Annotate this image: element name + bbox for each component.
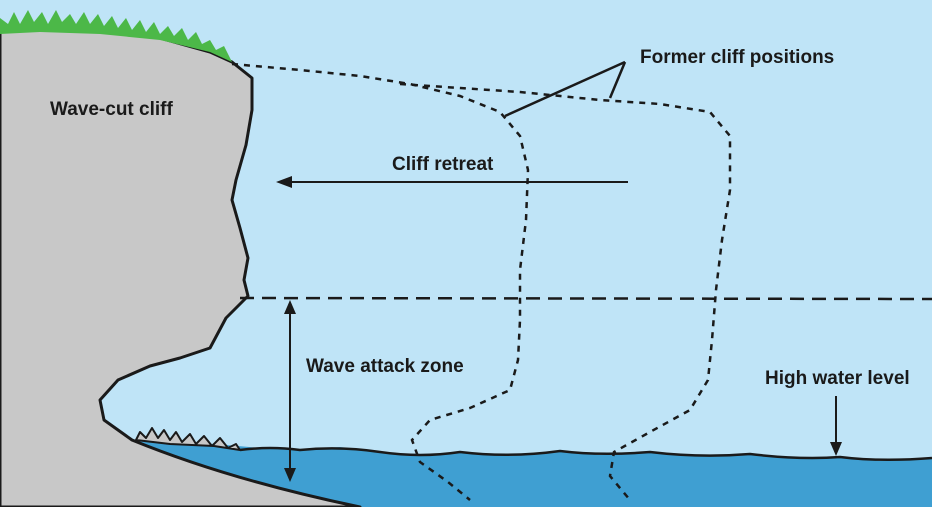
grass: [0, 10, 232, 62]
pointer-line-2: [608, 61, 627, 99]
high-water-level-arrowhead: [830, 442, 842, 456]
label-wave-cut-cliff: Wave-cut cliff: [50, 99, 173, 120]
sea-water: [132, 440, 932, 507]
cliff-rock: [0, 26, 362, 507]
label-cliff-retreat: Cliff retreat: [392, 154, 494, 175]
high-water-dashed-line: [239, 296, 932, 301]
wave-surface-line: [239, 446, 932, 462]
wave-attack-zone-arrowhead-bottom: [284, 468, 296, 482]
pointer-line-1: [504, 60, 626, 118]
label-wave-attack-zone: Wave attack zone: [306, 356, 464, 377]
former-cliff-position-2: [399, 82, 732, 501]
base-rocks: [135, 427, 241, 451]
former-cliff-position-1: [231, 62, 530, 501]
cliff-retreat-arrowhead: [276, 176, 292, 188]
label-former-cliff-positions: Former cliff positions: [640, 47, 835, 68]
label-high-water-level: High water level: [765, 368, 910, 389]
wave-attack-zone-arrowhead-top: [284, 300, 296, 314]
